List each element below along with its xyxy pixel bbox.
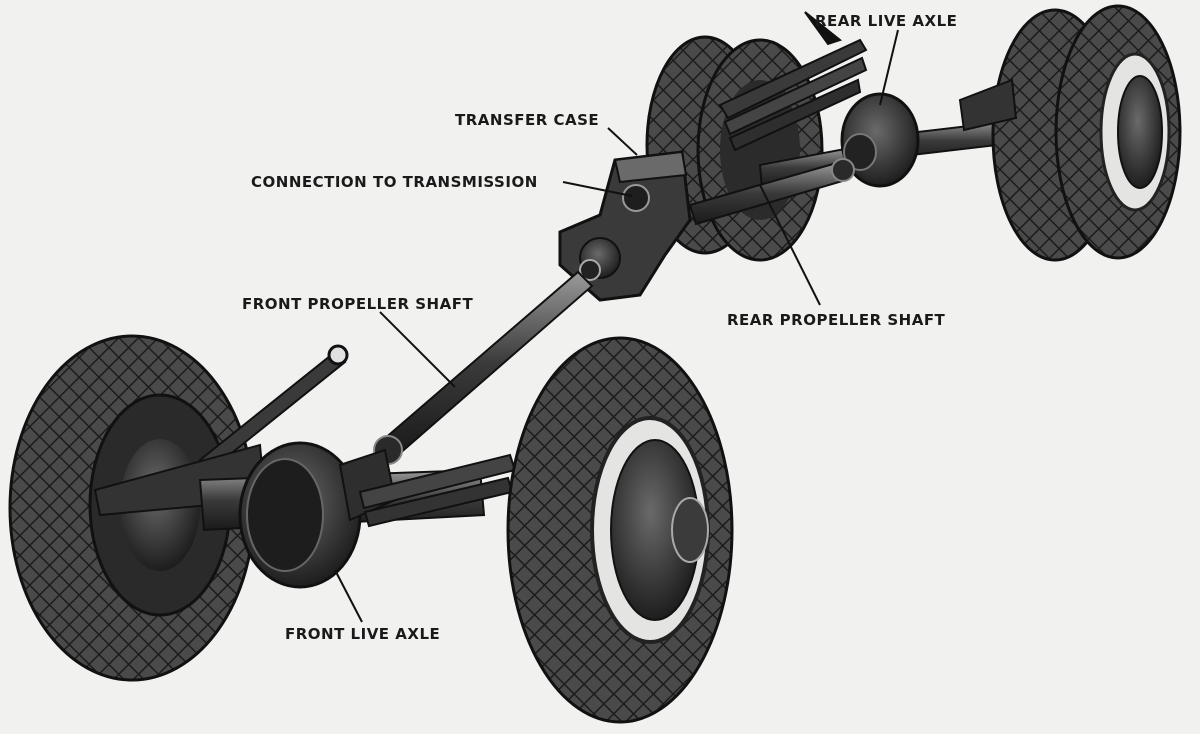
rear-left-leaf-spring	[718, 38, 868, 152]
rear-right-spring-bracket	[958, 78, 1018, 132]
leader-front-live-axle	[334, 569, 363, 623]
label-rear-propeller-shaft: REAR PROPELLER SHAFT	[727, 311, 946, 329]
rear-axle-arrow	[804, 11, 843, 46]
label-front-live-axle: FRONT LIVE AXLE	[285, 625, 441, 643]
leader-front-propeller-shaft	[379, 311, 456, 388]
label-connection-to-transmission: CONNECTION TO TRANSMISSION	[251, 173, 538, 191]
rear-axle-assembly	[645, 4, 1182, 262]
front-right-tire	[506, 336, 734, 724]
label-front-propeller-shaft: FRONT PROPELLER SHAFT	[242, 295, 474, 313]
leader-rear-live-axle	[879, 29, 899, 106]
leader-lines	[334, 11, 899, 623]
leader-rear-propeller-shaft	[759, 184, 821, 306]
rear-propeller-shaft	[688, 158, 855, 226]
front-axle-assembly	[8, 334, 734, 724]
label-transfer-case: TRANSFER CASE	[455, 111, 600, 129]
leader-connection-to-transmission	[562, 181, 633, 197]
leader-transfer-case	[607, 127, 638, 156]
rear-right-tire-outer	[1054, 4, 1182, 260]
transfer-case	[558, 150, 692, 302]
label-rear-live-axle: REAR LIVE AXLE	[815, 12, 958, 30]
rear-differential	[840, 92, 920, 188]
